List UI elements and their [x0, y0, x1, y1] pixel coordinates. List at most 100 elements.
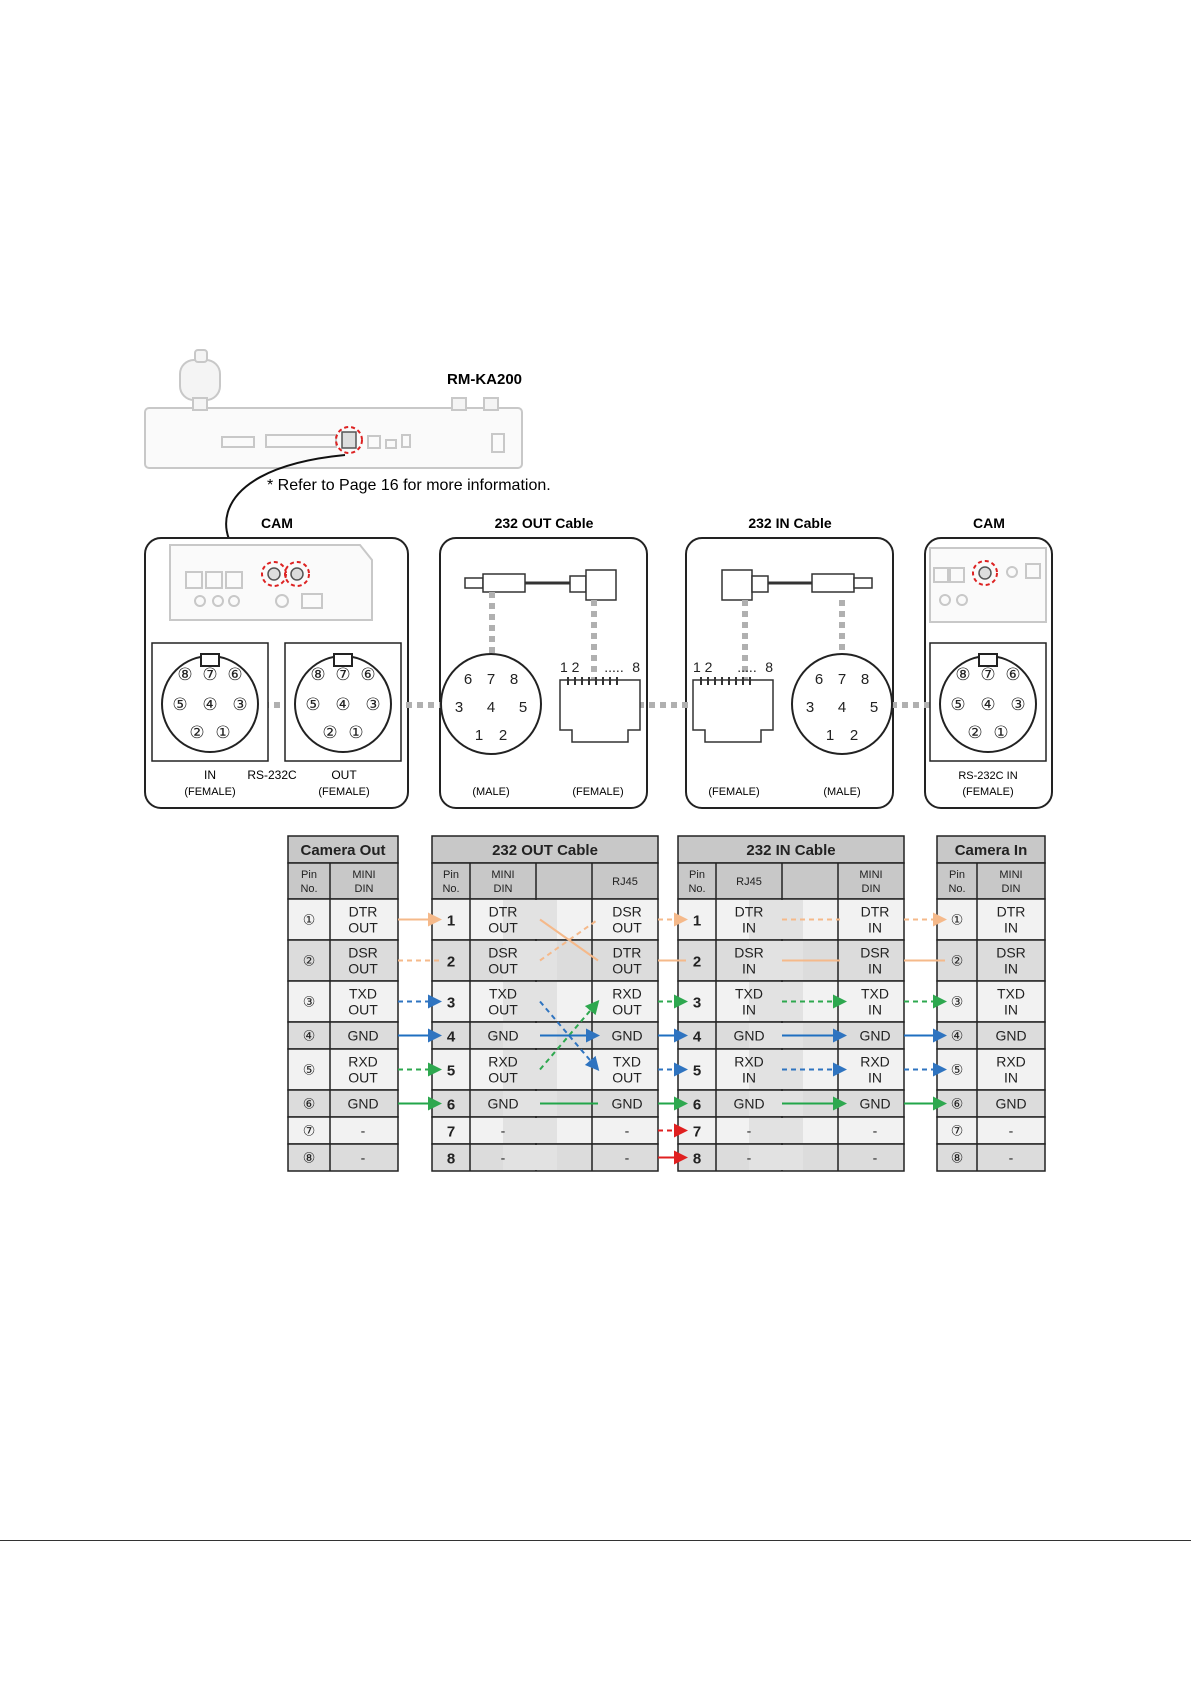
- col-header: RJ45: [736, 876, 762, 888]
- pin-number: 7: [693, 1124, 701, 1141]
- pin-number: ④: [951, 1028, 964, 1044]
- din-pin: ②: [189, 723, 204, 742]
- out-cable-din-signal-line2: OUT: [488, 1002, 518, 1018]
- col-header-line1: Pin: [689, 869, 705, 881]
- pin-number: ⑤: [951, 1062, 964, 1078]
- din-pin: ⑤: [305, 695, 320, 714]
- col-header-line1: MINI: [491, 869, 514, 881]
- out-cable-din-signal: -: [501, 1123, 506, 1139]
- din-pin: 2: [499, 727, 507, 744]
- din-pin: 2: [850, 727, 858, 744]
- cam-in-signal-line2: IN: [1004, 1002, 1018, 1018]
- out-cable-rj-signal-line2: OUT: [612, 1070, 642, 1086]
- pin-number: 4: [693, 1029, 702, 1046]
- cam-in-signal-line2: IN: [1004, 961, 1018, 977]
- in-cable-rj-signal-line2: IN: [742, 920, 756, 936]
- col-header-line2: DIN: [862, 883, 881, 895]
- out-cable-rj-signal: -: [625, 1150, 630, 1166]
- cam-out-signal: -: [361, 1123, 366, 1139]
- table-row: [936, 980, 1046, 1023]
- table-title: 232 OUT Cable: [492, 842, 598, 859]
- out-cable-din-signal: -: [501, 1150, 506, 1166]
- wire-oc-cross-rxd: [539, 999, 600, 1071]
- din-pin: ⑦: [202, 665, 217, 684]
- out-cable-rj-signal-line2: OUT: [612, 920, 642, 936]
- din-pin: ①: [348, 723, 363, 742]
- din-pin: ⑧: [310, 665, 325, 684]
- col-header-line2: DIN: [355, 883, 374, 895]
- table-title: Camera In: [955, 842, 1028, 859]
- cam-out-signal-line2: OUT: [348, 961, 378, 977]
- in-cable-rj-signal-line1: DSR: [734, 945, 764, 961]
- cam-left-rear-panel: [169, 544, 373, 621]
- pin-number: ③: [303, 994, 316, 1010]
- din-pin: 4: [838, 699, 846, 716]
- wire-oc-cross-txd: [539, 1000, 600, 1072]
- in-cable-rj-signal-line2: IN: [742, 1002, 756, 1018]
- cam-in-signal: -: [1009, 1150, 1014, 1166]
- pin-number: ①: [303, 912, 316, 928]
- din-pin: ④: [980, 695, 995, 714]
- cam-right-rs-label: RS-232C IN: [958, 770, 1017, 782]
- cam-out-signal-line1: DSR: [348, 945, 378, 961]
- pin-number: 5: [693, 1063, 701, 1080]
- din-pin: ⑤: [172, 695, 187, 714]
- pin-number: ⑦: [303, 1123, 316, 1139]
- out-cable-rj-signal-line1: DSR: [612, 904, 642, 920]
- table-row: [936, 1048, 1046, 1091]
- col-header-line1: MINI: [352, 869, 375, 881]
- pin-number: 6: [693, 1097, 701, 1114]
- pin-number: 8: [693, 1151, 701, 1168]
- din-pin: ⑤: [950, 695, 965, 714]
- table-row: [287, 1143, 399, 1172]
- col-header-line2: No.: [442, 883, 459, 895]
- device-title: RM-KA200: [447, 371, 522, 388]
- din-pin: ③: [232, 695, 247, 714]
- pin-number: ④: [303, 1028, 316, 1044]
- din-pin: ④: [335, 695, 350, 714]
- pin-number: ②: [303, 953, 316, 969]
- in-cable-rj-signal-line1: TXD: [735, 986, 763, 1002]
- table-row: [936, 1021, 1046, 1050]
- cam-out-signal-line1: RXD: [348, 1054, 378, 1070]
- cam-out-signal-line2: OUT: [348, 920, 378, 936]
- refer-note: * Refer to Page 16 for more information.: [267, 477, 551, 494]
- cam-in-signal: GND: [995, 1096, 1026, 1112]
- cam-out-signal-line1: DTR: [349, 904, 378, 920]
- rj45-dots: .....: [604, 659, 623, 675]
- cam-in-signal-line1: RXD: [996, 1054, 1026, 1070]
- table-row: [287, 939, 399, 982]
- cam-in-signal-line2: IN: [1004, 920, 1018, 936]
- in-cable-din-signal-line1: RXD: [860, 1054, 890, 1070]
- col-header-line1: MINI: [999, 869, 1022, 881]
- pin-number: ⑧: [303, 1150, 316, 1166]
- rj45-pin-left: 1 2: [560, 659, 580, 675]
- pin-number: 1: [447, 913, 455, 930]
- wire-oc-cross-dsr: [539, 918, 599, 962]
- din-pin: ⑥: [227, 665, 242, 684]
- out-cable-din-signal-line2: OUT: [488, 920, 518, 936]
- footer-rule: [0, 1540, 1191, 1541]
- din-pin: 1: [826, 727, 834, 744]
- din-pin: 8: [510, 671, 518, 688]
- out-cable-din-signal: GND: [487, 1028, 518, 1044]
- col-header-line2: DIN: [494, 883, 513, 895]
- pin-number: 6: [447, 1097, 455, 1114]
- panel-title-cam-right: CAM: [973, 515, 1005, 531]
- in-cable-rj-signal-line1: DTR: [735, 904, 764, 920]
- table-row: [936, 898, 1046, 941]
- table-232-out-cable: 232 OUT CablePinNo.MINIDINRJ451DTROUTDSR…: [431, 835, 659, 1172]
- out-cable-right-gender: (FEMALE): [572, 786, 623, 798]
- in-cable-din-signal-line2: IN: [868, 920, 882, 936]
- din-pin: 3: [455, 699, 463, 716]
- pin-number: 5: [447, 1063, 455, 1080]
- in-cable-right-gender: (MALE): [823, 786, 860, 798]
- out-cable-din-signal: GND: [487, 1096, 518, 1112]
- in-cable-din-signal: GND: [859, 1028, 890, 1044]
- out-cable-rj-signal-line2: OUT: [612, 1002, 642, 1018]
- pin-number: ⑥: [303, 1096, 316, 1112]
- out-cable-rj-signal-line2: OUT: [612, 961, 642, 977]
